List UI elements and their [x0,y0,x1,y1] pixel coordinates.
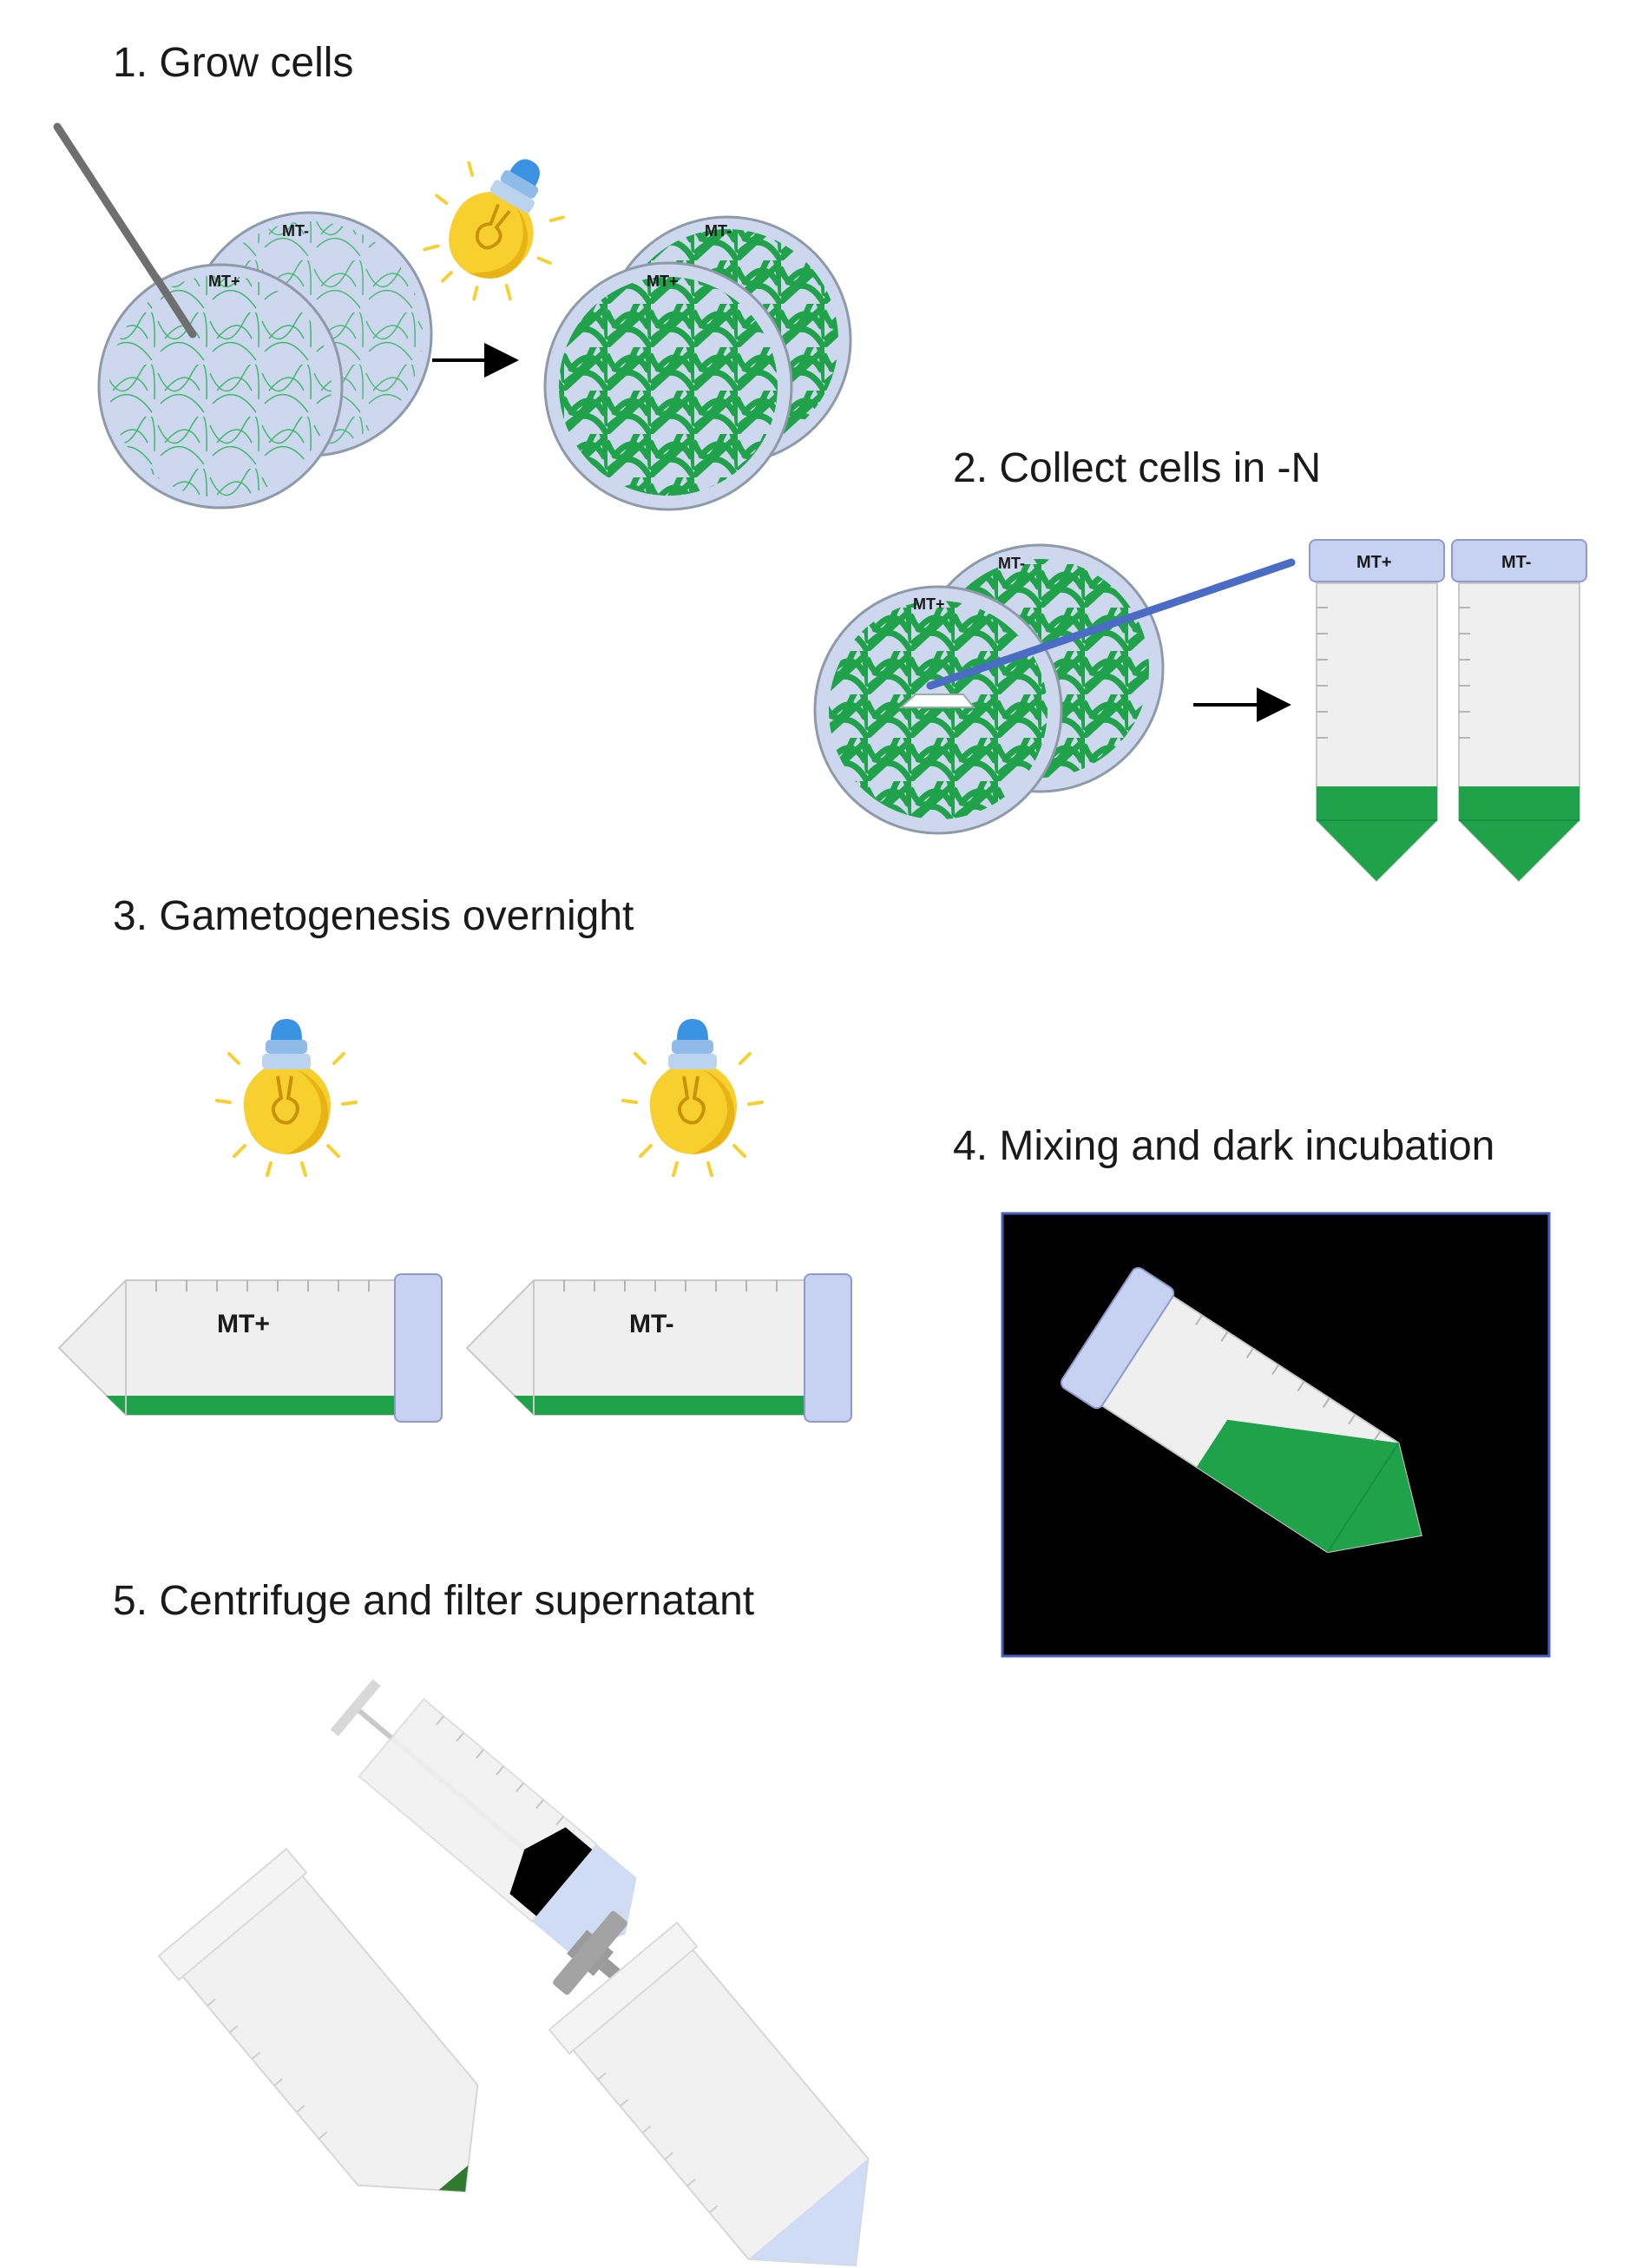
plate-label-plus: MT+ [913,595,945,613]
plate-label-minus: MT- [282,222,309,240]
step-2-title: 2. Collect cells in -N [953,445,1322,491]
falcon-tube-icon: MT- [1451,539,1587,883]
step-5-illustration [157,1679,870,2267]
tube-label-plus: MT+ [217,1310,270,1338]
plate-label-minus: MT- [998,555,1025,572]
falcon-tube-icon [1060,1266,1422,1554]
tube-label-minus: MT- [1501,553,1531,572]
tube-label-plus: MT+ [1356,553,1392,572]
falcon-tube-icon: MT- [465,1273,852,1423]
light-bulb-icon [215,1017,358,1177]
step-4-title: 4. Mixing and dark incubation [953,1123,1495,1169]
plate-label-plus: MT+ [208,273,240,290]
step-5-title: 5. Centrifuge and filter supernatant [113,1578,755,1624]
tube-label-minus: MT- [629,1310,674,1338]
falcon-tube-icon: MT+ [57,1273,443,1423]
petri-dish-icon: MT+ [813,585,1063,835]
step-4-illustration [1001,1212,1551,1658]
falcon-tube-icon [157,1847,479,2193]
step-1-illustration: MT- MT+ MT- MT+ [53,122,852,511]
plate-label-plus: MT+ [647,273,679,290]
light-bulb-icon [399,127,592,325]
petri-dish-icon: MT+ [97,263,344,509]
petri-dish-icon: MT+ [543,261,793,511]
step-2-illustration: MT- MT+ MT+ [813,539,1587,883]
falcon-tube-icon [548,1921,870,2267]
plate-label-minus: MT- [705,222,732,240]
light-bulb-icon [621,1017,764,1177]
spatula-icon [926,558,1296,690]
step-1-title: 1. Grow cells [113,40,354,86]
step-3-illustration: MT+ MT- [57,1017,852,1423]
falcon-tube-icon: MT+ [1309,539,1445,883]
step-3-title: 3. Gametogenesis overnight [113,893,634,939]
